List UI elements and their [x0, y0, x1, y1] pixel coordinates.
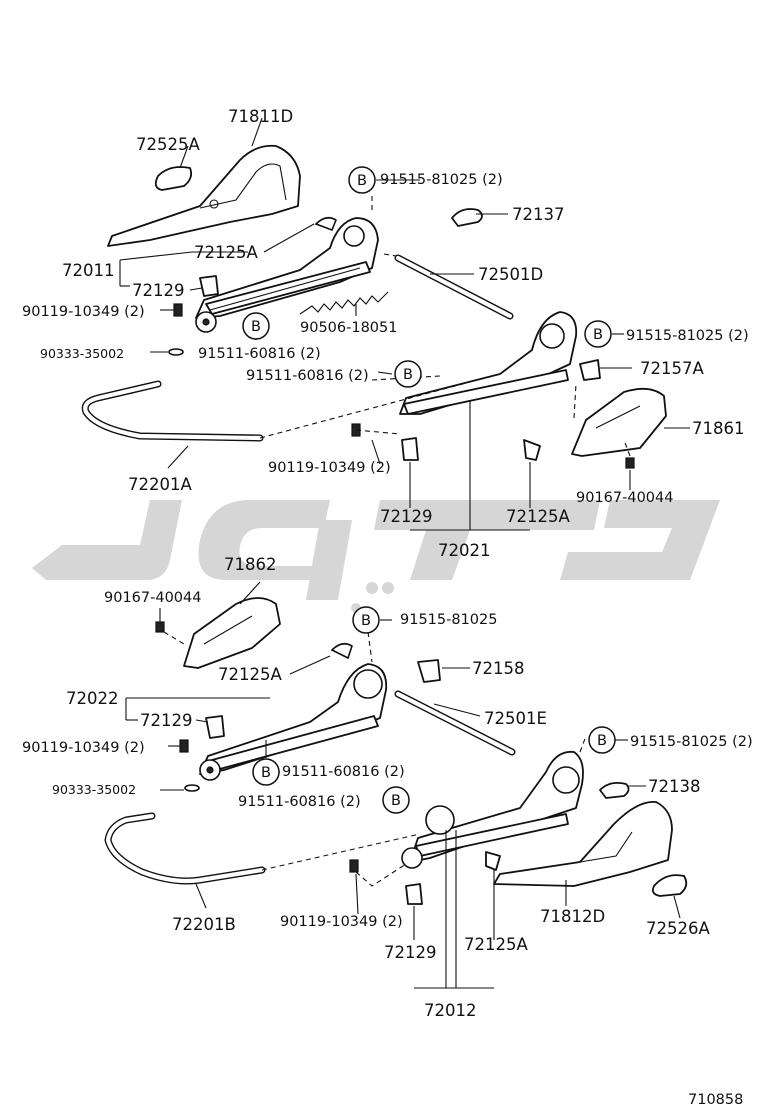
part-72501d-rod	[394, 254, 514, 320]
part-90119-bolt-d	[349, 859, 359, 873]
label-91515-81025-top: 91515-81025 (2)	[380, 172, 503, 188]
label-72129-4: 72129	[384, 943, 437, 962]
part-72125a-bracket-d	[485, 851, 501, 871]
label-72125a-2: 72125A	[506, 507, 570, 526]
part-72011-seat-track	[195, 216, 379, 333]
label-72125a-4: 72125A	[464, 935, 528, 954]
label-91511-60816-b: 91511-60816 (2)	[246, 368, 369, 384]
callout-b-text: B	[261, 765, 271, 781]
label-72158: 72158	[472, 659, 525, 678]
label-90333-35002-a: 90333-35002	[40, 346, 124, 361]
part-number-labels: 71811D 72525A 91515-81025 (2) 72137 7212…	[22, 107, 753, 1108]
label-72501d: 72501D	[478, 265, 543, 284]
part-72021-seat-track	[399, 311, 578, 415]
part-72201b-bar	[104, 812, 266, 885]
callout-b-text: B	[357, 173, 367, 189]
label-72526a: 72526A	[646, 919, 710, 938]
label-72501e: 72501E	[484, 709, 547, 728]
label-71862: 71862	[224, 555, 277, 574]
part-72201a-bar	[81, 380, 264, 442]
label-72012: 72012	[424, 1001, 477, 1020]
part-90506-18051-spring	[299, 291, 389, 315]
callout-b-7: B	[252, 758, 280, 786]
part-90333-washer-a	[168, 348, 184, 356]
callout-b-3: B	[584, 320, 612, 348]
label-72201b: 72201B	[172, 915, 236, 934]
callout-b-text: B	[403, 367, 413, 383]
label-72138: 72138	[648, 777, 701, 796]
label-90119-10349-c: 90119-10349 (2)	[22, 740, 145, 756]
label-91511-60816-a: 91511-60816 (2)	[198, 346, 321, 362]
label-90119-10349-b: 90119-10349 (2)	[268, 460, 391, 476]
callout-b-text: B	[251, 319, 261, 335]
part-72157a-clip	[579, 359, 601, 381]
part-72129-clip-d	[405, 883, 423, 905]
part-90333-washer-b	[184, 784, 200, 792]
part-72129-clip-a	[199, 275, 219, 297]
callout-b-2: B	[242, 312, 270, 340]
label-72129-1: 72129	[132, 281, 185, 300]
part-71862-cover	[183, 597, 281, 669]
label-91511-60816-d: 91511-60816 (2)	[238, 794, 361, 810]
part-90167-screw-b	[155, 621, 165, 633]
callout-b-6: B	[588, 726, 616, 754]
part-72501e-rod	[394, 690, 516, 756]
label-72125a-1: 72125A	[194, 243, 258, 262]
label-72137: 72137	[512, 205, 565, 224]
label-91515-81025-mid: 91515-81025 (2)	[626, 328, 749, 344]
part-90119-bolt-c	[179, 739, 189, 753]
label-72129-2: 72129	[380, 507, 433, 526]
callout-b-8: B	[382, 786, 410, 814]
callout-b-text: B	[391, 793, 401, 809]
label-90119-10349-a: 90119-10349 (2)	[22, 304, 145, 320]
part-72138-lever	[599, 781, 630, 799]
watermark-logo	[32, 500, 720, 613]
callout-b-text: B	[597, 733, 607, 749]
label-90167-40044-b: 90167-40044	[104, 590, 202, 606]
label-91515-81025-b: 91515-81025	[400, 612, 498, 628]
label-72022: 72022	[66, 689, 119, 708]
callout-b-text: B	[593, 327, 603, 343]
label-72201a: 72201A	[128, 475, 192, 494]
part-72022-seat-track	[199, 642, 388, 781]
label-71812d: 71812D	[540, 907, 605, 926]
diagram-id-label: 710858	[688, 1092, 743, 1108]
part-72158-clip	[417, 659, 441, 683]
part-71861-cover	[571, 387, 667, 457]
callout-b-5: B	[352, 606, 380, 634]
leader-lines	[119, 117, 690, 989]
part-90119-bolt-a	[173, 303, 183, 317]
label-72525a: 72525A	[136, 135, 200, 154]
label-71811d: 71811D	[228, 107, 293, 126]
part-72525a-knob	[154, 166, 193, 191]
part-72526a-knob	[651, 874, 688, 897]
label-90506-18051: 90506-18051	[300, 320, 398, 336]
part-72129-clip-c	[205, 715, 225, 739]
label-71861: 71861	[692, 419, 745, 438]
part-71812d-cover	[493, 801, 673, 887]
label-72011: 72011	[62, 261, 115, 280]
label-90167-40044-a: 90167-40044	[576, 490, 674, 506]
label-90333-35002-b: 90333-35002	[52, 782, 136, 797]
label-72125a-3: 72125A	[218, 665, 282, 684]
label-91515-81025-low: 91515-81025 (2)	[630, 734, 753, 750]
part-72137-lever	[451, 208, 483, 227]
callout-b-1: B	[348, 166, 376, 194]
part-72012-seat-track	[401, 750, 584, 869]
label-72129-3: 72129	[140, 711, 193, 730]
part-71811d-cover	[107, 144, 301, 247]
part-72125a-bracket-b	[523, 439, 541, 461]
label-91511-60816-c: 91511-60816 (2)	[282, 764, 405, 780]
part-90167-screw-a	[625, 457, 635, 469]
label-90119-10349-d: 90119-10349 (2)	[280, 914, 403, 930]
label-72157a: 72157A	[640, 359, 704, 378]
part-72129-clip-b	[401, 437, 419, 461]
callout-b-text: B	[361, 613, 371, 629]
callout-b-4: B	[394, 360, 422, 388]
label-72021: 72021	[438, 541, 491, 560]
